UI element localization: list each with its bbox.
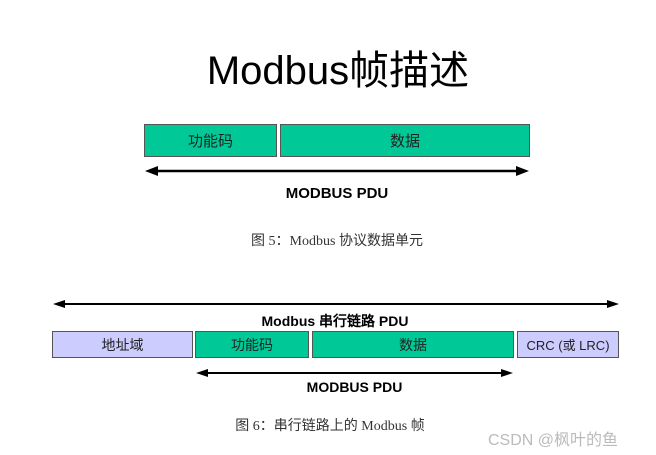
pdu-label-fig6: MODBUS PDU xyxy=(306,379,403,395)
field-data: 数据 xyxy=(312,331,514,358)
caption-fig5: 图 5：Modbus 协议数据单元 xyxy=(251,234,423,249)
watermark: CSDN @枫叶的鱼 xyxy=(488,432,619,449)
pdu-label-fig5: MODBUS PDU xyxy=(285,185,389,202)
field-address: 地址域 xyxy=(52,331,193,358)
frame-label-fig6: Modbus 串行链路 PDU xyxy=(261,313,409,329)
page-title: Modbus帧描述 xyxy=(206,49,470,93)
field-crc: CRC (或 LRC) xyxy=(517,331,619,358)
field-data: 数据 xyxy=(280,124,530,157)
field-function-code: 功能码 xyxy=(195,331,309,358)
caption-fig6: 图 6：串行链路上的 Modbus 帧 xyxy=(235,419,425,434)
field-function-code: 功能码 xyxy=(144,124,277,157)
